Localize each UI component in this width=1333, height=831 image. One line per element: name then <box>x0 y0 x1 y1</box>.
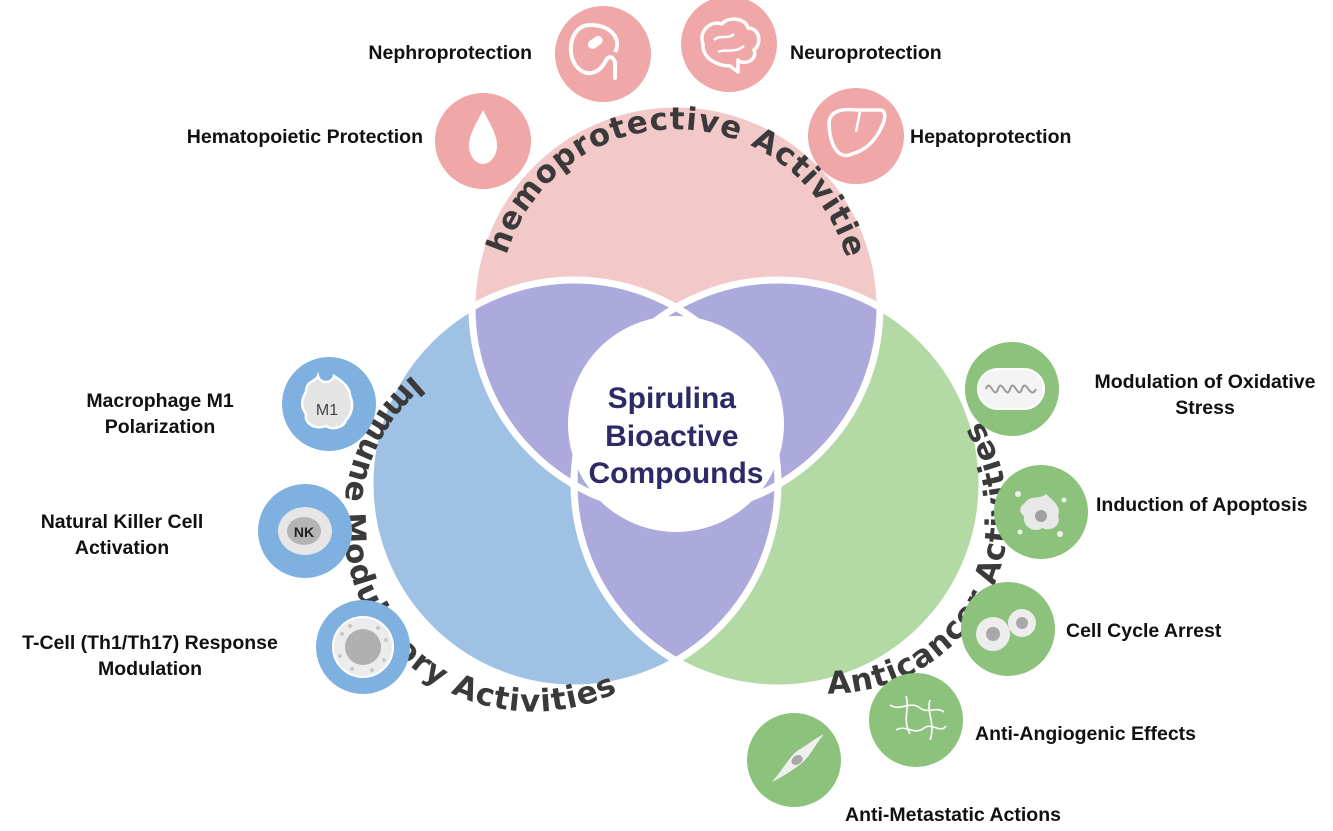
macrophage-label-line1: Macrophage M1 <box>86 390 234 412</box>
nk-cell-label-line1: Natural Killer Cell <box>40 511 204 533</box>
t-cell-label: T-Cell (Th1/Th17) Response Modulation <box>0 630 300 682</box>
center-circle <box>568 316 784 532</box>
macrophage-icon-label: M1 <box>316 402 338 419</box>
nk-icon-label: NK <box>294 524 314 540</box>
t-cell-icon <box>316 600 410 694</box>
hematopoietic-protection-label: Hematopoietic Protection <box>186 126 423 148</box>
brain-icon <box>681 0 777 92</box>
nephroprotection-label: Nephroprotection <box>368 42 532 64</box>
anti-angiogenic-label: Anti-Angiogenic Effects <box>975 723 1197 745</box>
anti-metastatic-label: Anti-Metastatic Actions <box>845 804 1061 826</box>
center-title-line2: Bioactive <box>605 420 738 453</box>
apoptotic-cell-icon <box>994 465 1088 559</box>
blood-vessels-icon <box>869 673 963 767</box>
svg-text:Spirulina Bioactive Co: Spirulina Bioactive Compounds <box>589 382 764 490</box>
nk-cell-label: Natural Killer Cell Activation <box>12 509 232 561</box>
oxidative-stress-label-line1: Modulation of Oxidative <box>1094 371 1316 393</box>
oxidative-stress-label-line2: Stress <box>1175 397 1235 419</box>
t-cell-label-line2: Modulation <box>98 658 202 680</box>
nk-cell-label-line2: Activation <box>74 537 170 559</box>
t-cell-label-line1: T-Cell (Th1/Th17) Response <box>22 632 278 654</box>
center-title-line1: Spirulina <box>608 382 737 415</box>
macrophage-icon: M1 <box>282 357 376 451</box>
hepatoprotection-label: Hepatoprotection <box>910 126 1072 148</box>
migrating-cell-icon <box>747 713 841 807</box>
circle-outlines <box>366 100 986 692</box>
mitochondrion-icon <box>965 342 1059 436</box>
liver-icon <box>808 88 904 184</box>
macrophage-label: Macrophage M1 Polarization <box>60 388 260 440</box>
cell-cycle-arrest-label: Cell Cycle Arrest <box>1066 620 1222 642</box>
dividing-cell-icon <box>961 582 1055 676</box>
macrophage-label-line2: Polarization <box>104 416 216 438</box>
oxidative-stress-label: Modulation of Oxidative Stress <box>1080 369 1330 421</box>
kidney-icon <box>555 6 651 102</box>
blood-drop-icon <box>435 93 531 189</box>
center-title-line3: Compounds <box>589 457 764 490</box>
nk-cell-icon: NK <box>258 484 352 578</box>
apoptosis-label: Induction of Apoptosis <box>1096 494 1308 516</box>
neuroprotection-label: Neuroprotection <box>790 42 942 64</box>
